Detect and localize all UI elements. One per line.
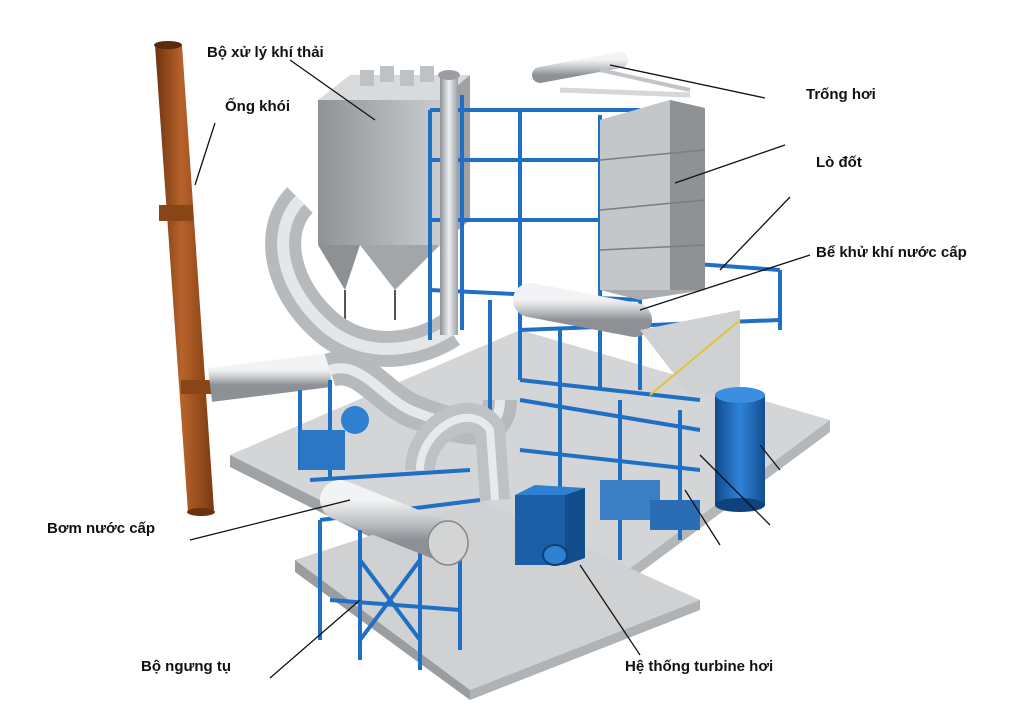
blue-storage-tank <box>715 387 765 512</box>
leader-steam-drum <box>609 64 766 99</box>
deaerator-tank <box>513 283 652 337</box>
steam-drum <box>532 52 691 98</box>
label-chimney: Ống khói <box>225 98 290 115</box>
chimney <box>154 41 215 516</box>
leader-furnace <box>674 144 786 184</box>
leader-condenser <box>269 599 361 679</box>
furnace <box>599 100 706 300</box>
label-furnace: Lò đốt <box>816 154 862 171</box>
condenser <box>320 480 469 566</box>
label-deaerator: Bể khử khí nước cấp <box>816 244 967 261</box>
label-steam-drum: Trống hơi <box>806 86 876 103</box>
label-feed-pump: Bơm nước cấp <box>47 520 156 537</box>
pump-assembly <box>300 406 700 530</box>
return-duct <box>405 402 510 502</box>
conveyor-chute <box>640 310 741 396</box>
turbine-unit <box>515 485 585 566</box>
leader-right-2 <box>684 489 721 546</box>
leader-exhaust <box>289 59 376 121</box>
leader-tank <box>759 444 781 471</box>
leader-lines <box>189 59 811 679</box>
riser-pipe <box>438 70 460 335</box>
label-exhaust-treatment: Bộ xử lý khí thải <box>207 44 324 61</box>
leader-deaerator-2 <box>639 254 811 311</box>
leader-deaerator-1 <box>719 196 791 271</box>
leader-feed-pump <box>189 499 351 541</box>
label-turbine-system: Hệ thống turbine hơi <box>625 658 774 675</box>
label-condenser: Bộ ngưng tụ <box>141 658 231 675</box>
leader-chimney <box>194 122 216 186</box>
leader-right-1 <box>699 454 771 526</box>
leader-turbine <box>579 564 641 656</box>
